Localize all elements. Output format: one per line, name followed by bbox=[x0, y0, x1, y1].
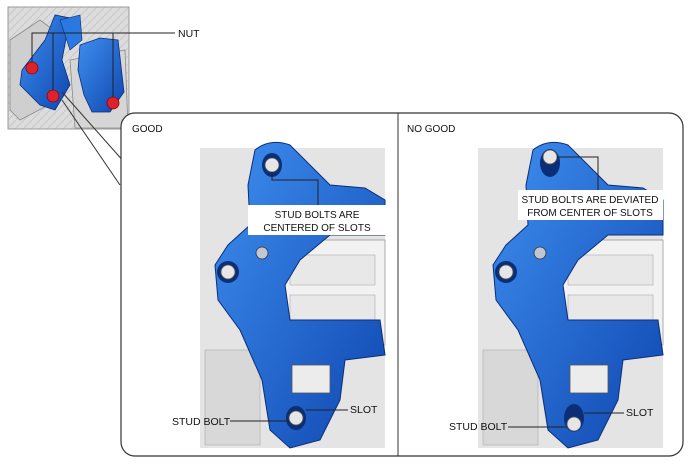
no-good-panel: NO GOOD STUD BOLTS ARE DEVIATED FROM CEN… bbox=[407, 124, 664, 449]
good-engine-rib bbox=[289, 254, 376, 286]
good-upper-bolt-icon bbox=[264, 157, 280, 173]
overview-inset: NUT bbox=[7, 6, 200, 130]
ng-left-bolt-icon bbox=[498, 264, 514, 280]
good-side-bolt-icon bbox=[255, 246, 269, 260]
ng-callout-line2: FROM CENTER OF SLOTS bbox=[527, 208, 653, 219]
good-left-bolt-icon bbox=[220, 264, 236, 280]
good-engine-lower bbox=[204, 349, 261, 446]
good-panel: GOOD STUD BOLTS ARE CENTERED OF SLOTS ST… bbox=[132, 124, 386, 449]
ng-callout-leader bbox=[557, 156, 599, 190]
no-good-title: NO GOOD bbox=[407, 124, 455, 135]
good-callout-line2: CENTERED OF SLOTS bbox=[263, 223, 371, 234]
nut-label: NUT bbox=[178, 28, 200, 40]
ng-upper-bolt-icon bbox=[542, 149, 558, 165]
overview-bracket-left bbox=[19, 14, 71, 111]
ng-lower-mount bbox=[569, 364, 609, 394]
nut-icon bbox=[106, 96, 120, 110]
nut-leader-line bbox=[112, 32, 175, 97]
nut-icon bbox=[46, 89, 60, 103]
good-callout-box bbox=[248, 205, 386, 235]
ng-callout-box bbox=[518, 190, 663, 220]
nut-icon bbox=[25, 61, 39, 75]
ng-engine-lower bbox=[482, 349, 539, 446]
good-title: GOOD bbox=[132, 124, 163, 135]
good-callout-line1: STUD BOLTS ARE bbox=[275, 210, 360, 221]
ng-engine-rib bbox=[567, 254, 654, 286]
good-callout-leader bbox=[271, 172, 319, 205]
stud-bolt-icon bbox=[288, 410, 304, 426]
zoom-line bbox=[61, 91, 126, 164]
ng-side-bolt-icon bbox=[533, 246, 547, 260]
good-slot-label: SLOT bbox=[350, 404, 378, 416]
good-lower-mount bbox=[291, 364, 331, 394]
ng-stud-bolt-label: STUD BOLT bbox=[449, 421, 508, 433]
nut-leader-line bbox=[31, 32, 115, 62]
ng-callout-line1: STUD BOLTS ARE DEVIATED bbox=[522, 195, 659, 206]
stud-bolt-icon bbox=[566, 416, 582, 432]
zoom-line bbox=[61, 99, 121, 186]
good-stud-bolt-label: STUD BOLT bbox=[172, 416, 231, 428]
ng-slot-label: SLOT bbox=[626, 407, 654, 419]
